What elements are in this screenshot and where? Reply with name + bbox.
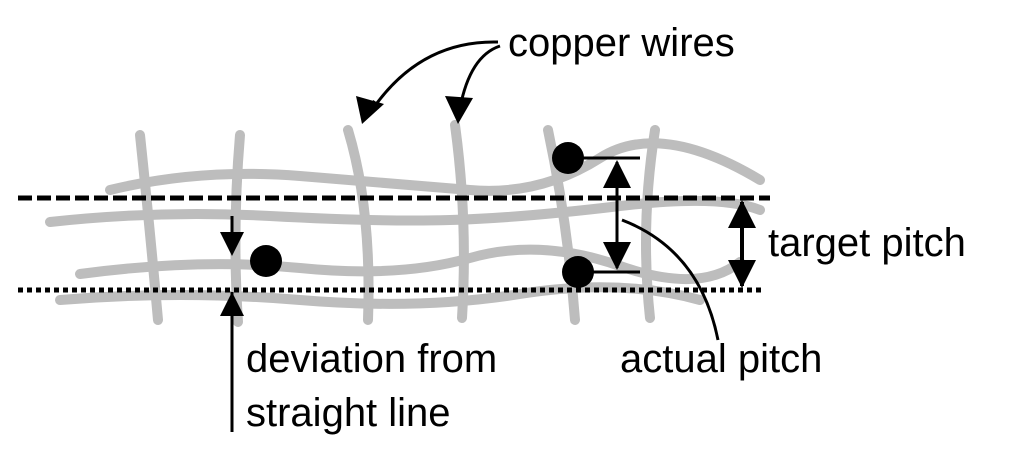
horizontal-wire bbox=[75, 244, 745, 284]
horizontal-wire bbox=[45, 195, 765, 227]
deviation-label-line1: deviation from bbox=[246, 337, 497, 381]
arrow-down-icon bbox=[603, 242, 631, 270]
copper-wires-pointers bbox=[356, 40, 501, 124]
actual-pitch-indicator bbox=[568, 156, 640, 274]
target-pitch-indicator bbox=[728, 200, 756, 288]
crossing-dot-deviation bbox=[250, 245, 282, 277]
arrow-up-icon bbox=[603, 160, 631, 188]
copper-wires-label: copper wires bbox=[508, 21, 735, 65]
arrow-down-icon bbox=[728, 260, 756, 288]
arrow-down-icon bbox=[220, 232, 244, 256]
actual-pitch-leader bbox=[621, 218, 720, 341]
horizontal-wire bbox=[105, 138, 765, 196]
copper-wire-mesh bbox=[45, 120, 765, 327]
arrow-up-icon bbox=[728, 200, 756, 228]
horizontal-wire bbox=[55, 282, 705, 309]
deviation-label-line2: straight line bbox=[246, 391, 451, 435]
curved-arrow-icon bbox=[370, 40, 499, 111]
deviation-indicator bbox=[220, 216, 244, 432]
actual-pitch-label: actual pitch bbox=[620, 337, 822, 381]
vertical-wire bbox=[641, 125, 660, 323]
arrow-up-icon bbox=[220, 292, 244, 316]
target-pitch-label: target pitch bbox=[768, 221, 966, 265]
vertical-wire bbox=[543, 125, 580, 325]
